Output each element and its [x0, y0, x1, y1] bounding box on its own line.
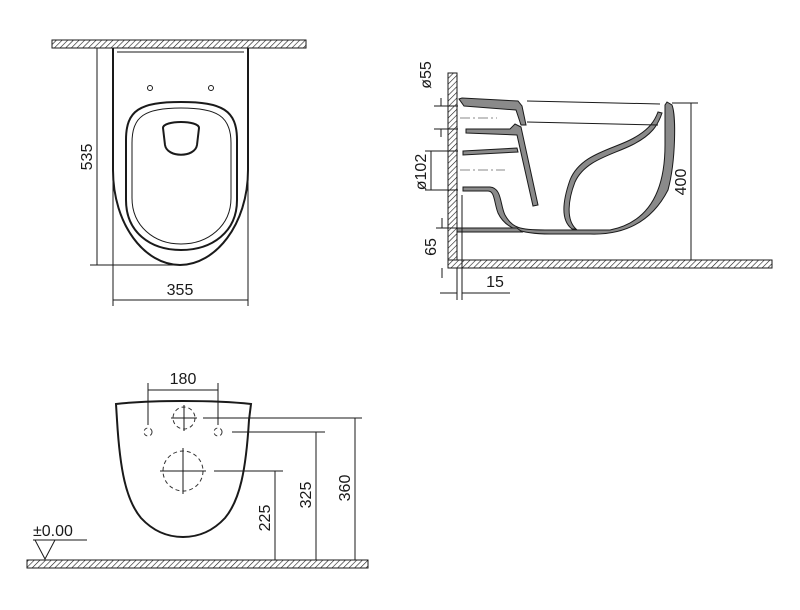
bowl-rear-outline [114, 400, 253, 539]
bolt-hole-left [143, 427, 153, 437]
level-marker-icon [34, 539, 56, 561]
rear-view: 180 225 325 360 ±0.00 [26, 371, 369, 569]
hinge-hole-left [147, 85, 153, 91]
side-view: ø55 ø102 65 15 400 [413, 61, 773, 300]
rim-top [458, 97, 527, 126]
seat-inner [131, 107, 232, 245]
hinge-hole-right [208, 85, 214, 91]
bolt-spacing-label: 180 [170, 371, 197, 388]
seat-outline [125, 100, 238, 252]
inlet-height-label: 360 [337, 475, 354, 502]
wall-hatch [51, 39, 307, 49]
bolt-height-label: 325 [298, 482, 315, 509]
bowl-outline [112, 48, 249, 267]
outlet-diameter-label: ø102 [413, 154, 430, 191]
inlet-diameter-label: ø55 [418, 61, 435, 89]
floor-hatch [447, 259, 773, 269]
wall-gap-label: 15 [486, 274, 504, 291]
floor-hatch [26, 559, 369, 569]
seat-line-lower [526, 121, 659, 126]
wall-hatch-vertical [447, 72, 458, 269]
height-label: 400 [673, 169, 690, 196]
bowl-opening [161, 121, 201, 156]
seat-line [526, 100, 661, 105]
floor-level-label: ±0.00 [33, 523, 73, 540]
bowl-shell [462, 101, 676, 235]
depth-label: 535 [79, 144, 96, 171]
trap-shell [563, 111, 663, 230]
outlet-top [462, 147, 519, 156]
width-label: 355 [167, 282, 194, 299]
outlet-height-label: 225 [257, 505, 274, 532]
inlet-shell [465, 123, 539, 207]
bolt-hole-right [213, 427, 223, 437]
top-view: 535 355 [51, 39, 307, 306]
base-shell [456, 227, 524, 233]
outlet-height-label: 65 [423, 238, 440, 256]
